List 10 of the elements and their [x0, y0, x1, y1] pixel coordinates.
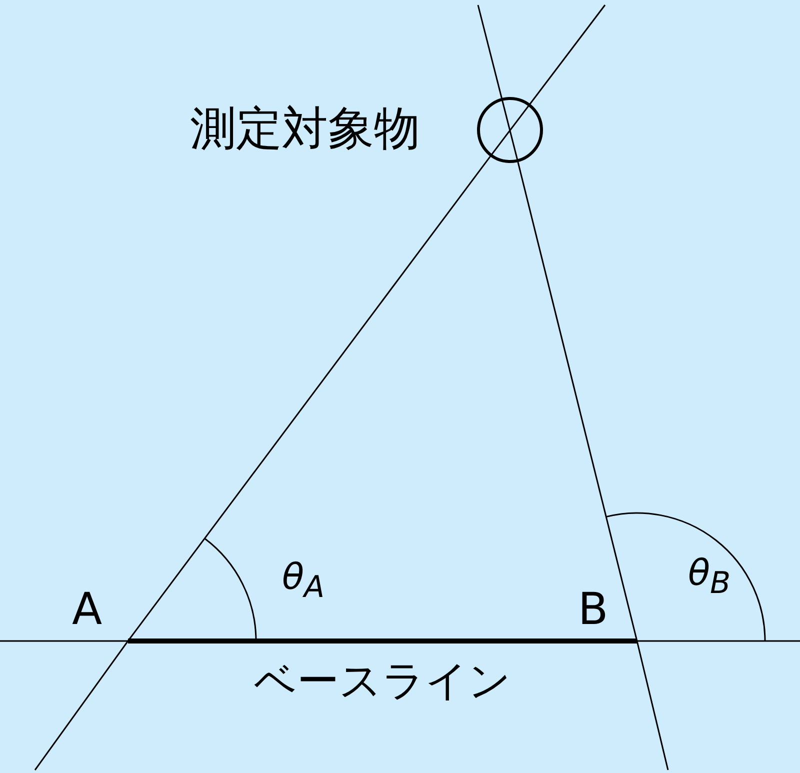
- sight-line: [127, 156, 491, 642]
- point-label: B: [578, 588, 608, 632]
- edge-label: ベースライン: [253, 660, 512, 702]
- point-label: A: [72, 588, 102, 632]
- target-circle: [477, 97, 543, 163]
- baseline: [128, 638, 637, 644]
- angle-label: θ$_{B}$: [688, 556, 731, 600]
- sight-line: [517, 162, 638, 642]
- object-label: 測定対象物: [190, 105, 420, 151]
- angle-label: θ$_{A}$: [282, 560, 325, 604]
